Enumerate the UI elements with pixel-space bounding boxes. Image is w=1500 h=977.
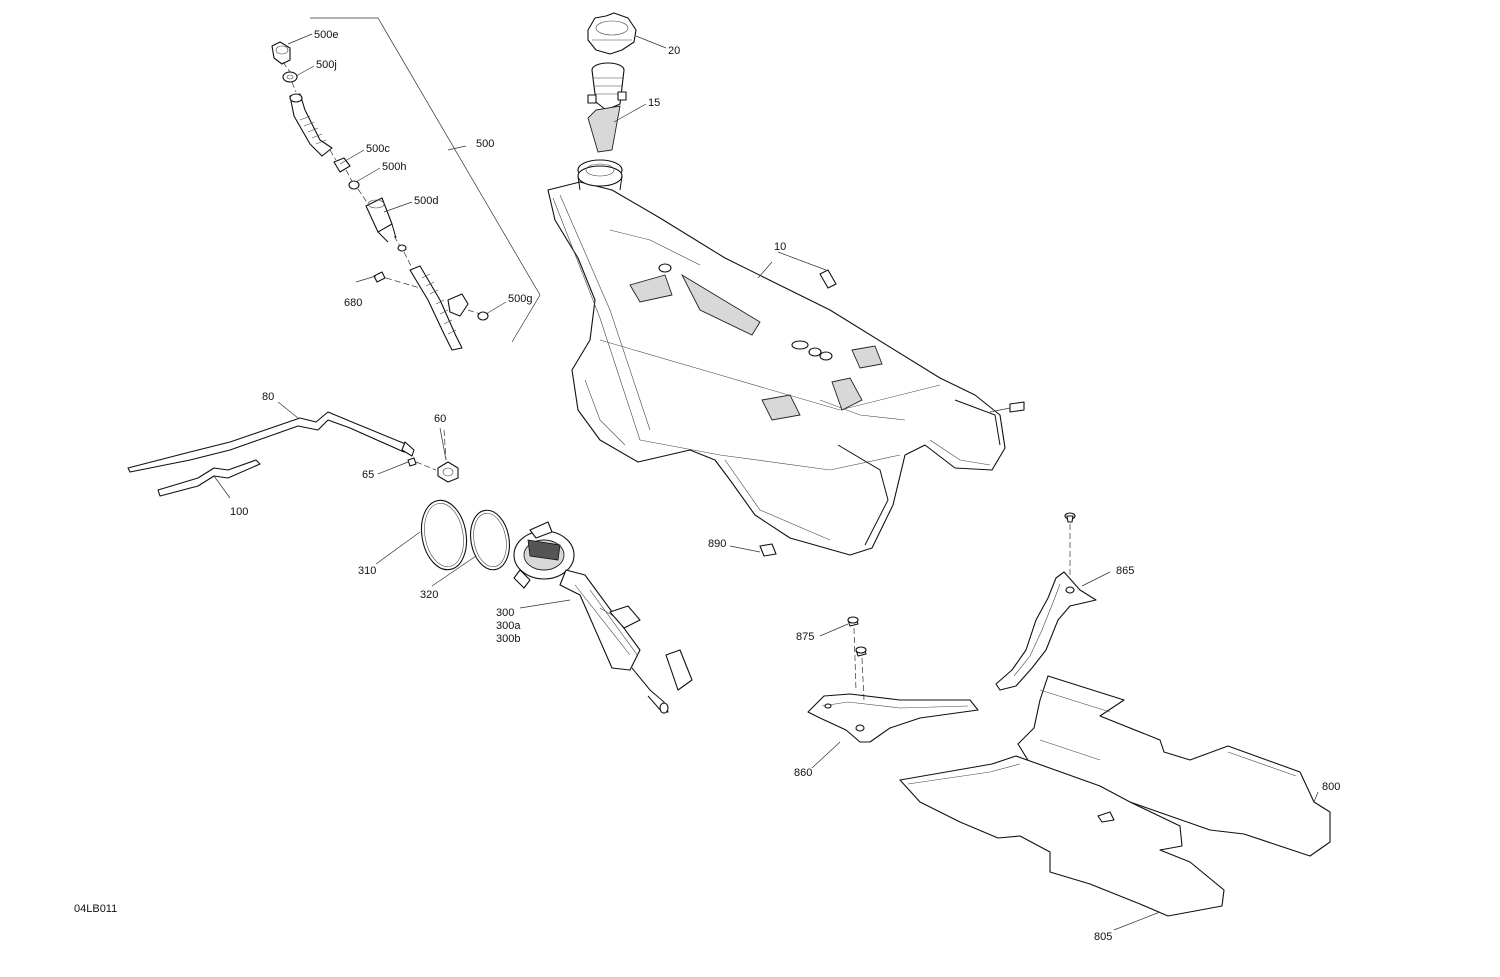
callout-865: 865 <box>1116 565 1134 577</box>
tank-pad-top[interactable] <box>819 269 837 289</box>
callout-60: 60 <box>434 413 446 425</box>
shield-screw-right[interactable] <box>1064 512 1076 523</box>
callout-leaders <box>213 33 1319 931</box>
tank-pad-right[interactable] <box>1009 401 1025 413</box>
callout-300: 300 <box>496 607 514 619</box>
gasket-ring[interactable] <box>466 507 514 573</box>
callout-500g: 500g <box>508 293 532 305</box>
callout-805: 805 <box>1094 931 1112 943</box>
heat-shield-865[interactable] <box>995 571 1097 691</box>
callout-680: 680 <box>344 297 362 309</box>
hose-clip[interactable] <box>437 461 459 483</box>
callout-20: 20 <box>668 45 680 57</box>
callout-890: 890 <box>708 538 726 550</box>
shield-screw-lower[interactable] <box>855 646 867 657</box>
callout-800: 800 <box>1322 781 1340 793</box>
fuel-cap[interactable] <box>587 12 637 55</box>
callout-65: 65 <box>362 469 374 481</box>
filler-hose[interactable] <box>587 62 627 153</box>
fuel-filter-assembly[interactable] <box>271 17 541 351</box>
callout-10: 10 <box>774 241 786 253</box>
fuel-tank[interactable] <box>547 159 1006 556</box>
callout-80: 80 <box>262 391 274 403</box>
fuel-line-100[interactable] <box>157 459 261 497</box>
callout-875: 875 <box>796 631 814 643</box>
callout-500j: 500j <box>316 59 337 71</box>
callout-300a: 300a <box>496 620 521 632</box>
fuel-pump[interactable] <box>513 521 693 714</box>
callout-500d: 500d <box>414 195 438 207</box>
fuel-line-80[interactable] <box>127 411 415 473</box>
callout-500h: 500h <box>382 161 406 173</box>
lock-ring[interactable] <box>416 497 471 574</box>
callout-860: 860 <box>794 767 812 779</box>
drawing-reference-code: 04LB011 <box>74 903 117 915</box>
pad-890[interactable] <box>759 543 777 557</box>
callout-300b: 300b <box>496 633 520 645</box>
callout-500e: 500e <box>314 29 338 41</box>
shield-screw-upper[interactable] <box>847 616 859 627</box>
callout-500: 500 <box>476 138 494 150</box>
callout-500c: 500c <box>366 143 390 155</box>
heat-shield-860[interactable] <box>807 693 979 743</box>
callout-320: 320 <box>420 589 438 601</box>
clip-screw[interactable] <box>407 429 447 471</box>
callout-100: 100 <box>230 506 248 518</box>
floor-pad-805[interactable] <box>899 755 1225 917</box>
callout-15: 15 <box>648 97 660 109</box>
callout-310: 310 <box>358 565 376 577</box>
